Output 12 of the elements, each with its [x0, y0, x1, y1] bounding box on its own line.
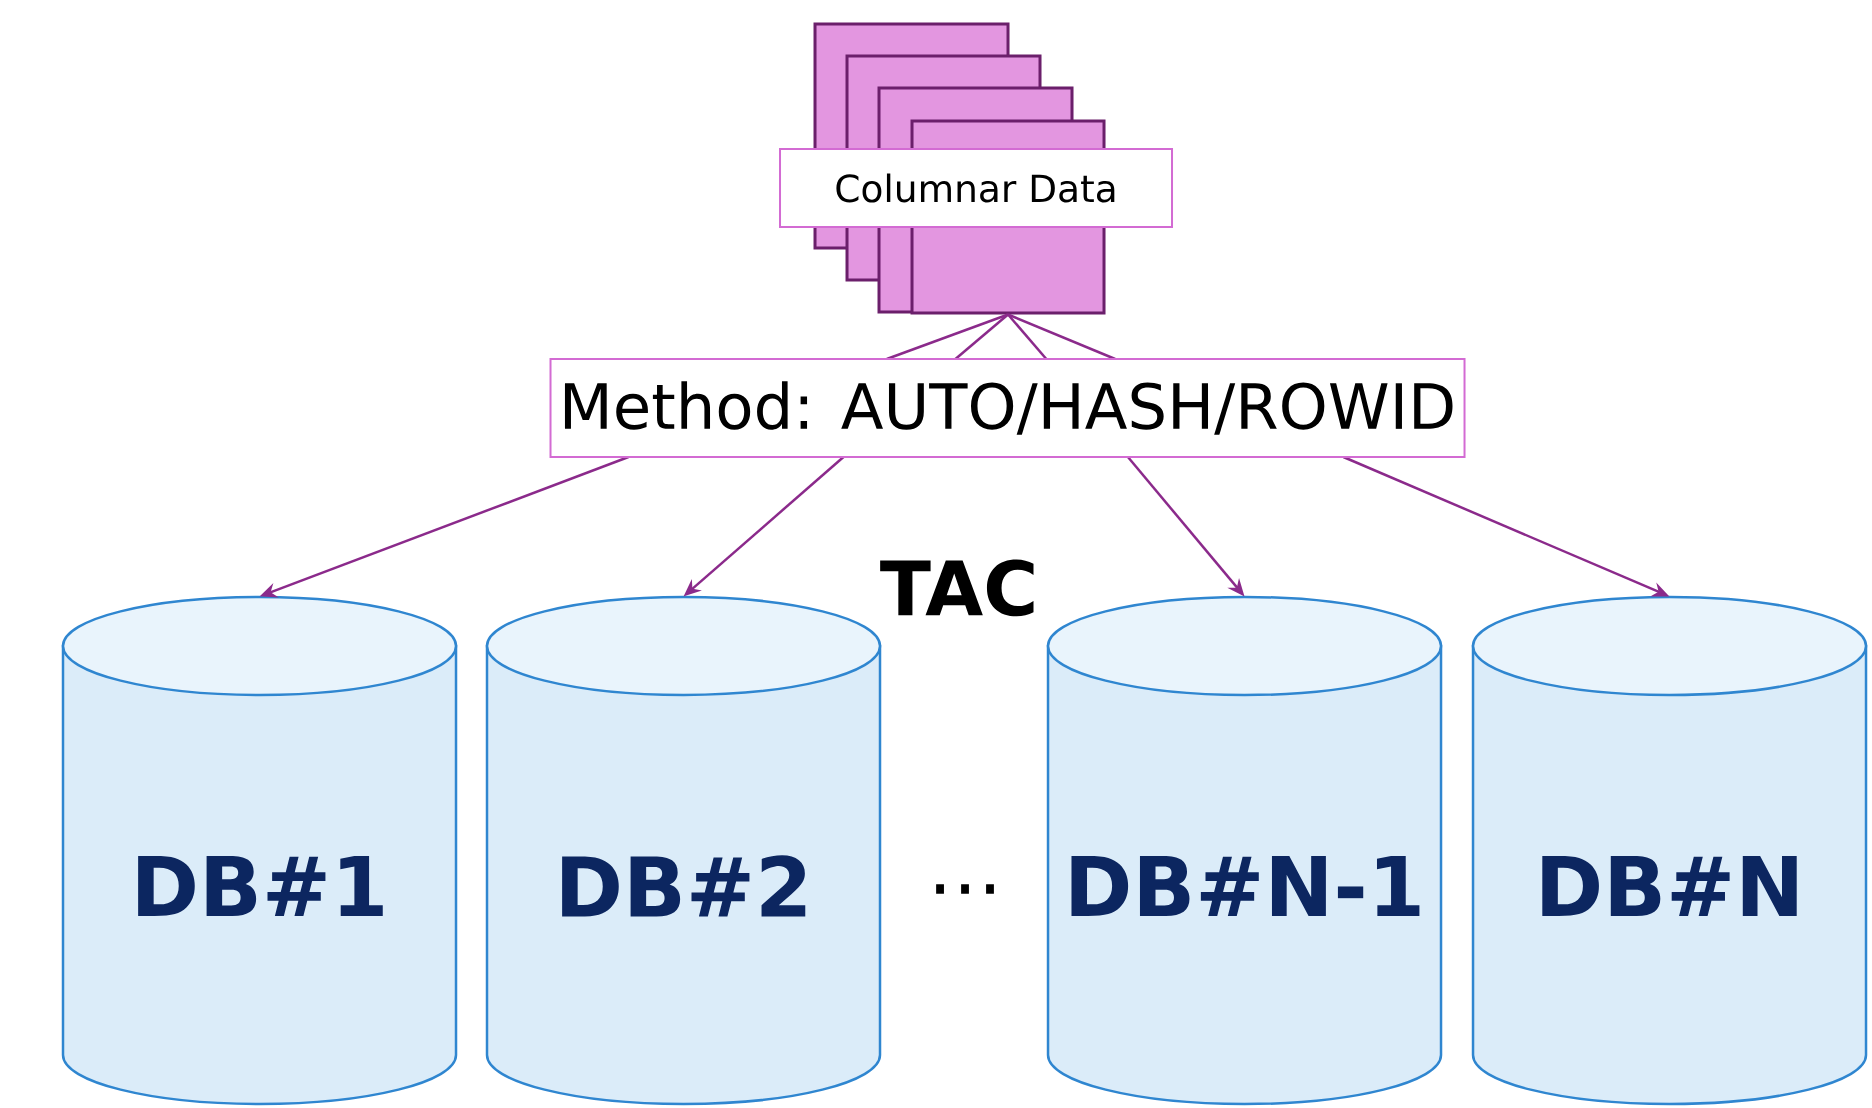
connector-line — [954, 313, 1009, 360]
database-cylinder: DB#2 — [485, 595, 882, 1106]
stacked-pages-drawing: Columnar Data — [779, 22, 1173, 315]
connector-line — [1007, 313, 1048, 360]
database-cylinder: DB#N — [1471, 595, 1868, 1106]
connector-line — [886, 313, 1009, 361]
connector-line — [1007, 313, 1116, 361]
database-cylinder: DB#N-1 — [1046, 595, 1443, 1106]
method-box: Method: AUTO/HASH/ROWID — [549, 358, 1466, 458]
database-cylinder: DB#1 — [61, 595, 458, 1106]
ellipsis: … — [936, 884, 994, 894]
title-label: TAC — [880, 559, 1034, 617]
